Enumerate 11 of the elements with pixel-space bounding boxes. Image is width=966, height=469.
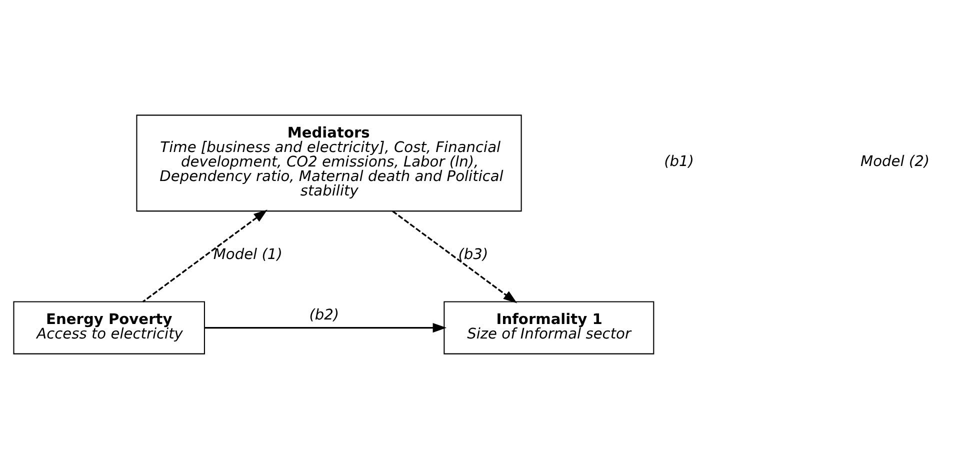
node-box: Mediators Time [business and electricity], Cost, Financial development, CO2 emissions, Labor (ln), Dependency ratio, Maternal death and Political stability	[136, 114, 522, 212]
arrow	[204, 322, 447, 333]
edge-label: (b3)	[458, 246, 488, 264]
node-box: Energy Poverty Access to electricity	[13, 301, 205, 354]
label: Model (2)	[860, 152, 930, 170]
edge-label: (b2)	[309, 306, 340, 324]
arrow	[142, 210, 268, 302]
edge-label: Model (1)	[213, 246, 282, 264]
arrow	[392, 210, 518, 304]
label: (b1)	[664, 152, 694, 170]
node-box: Informality 1 Size of Informal sector	[444, 301, 654, 354]
